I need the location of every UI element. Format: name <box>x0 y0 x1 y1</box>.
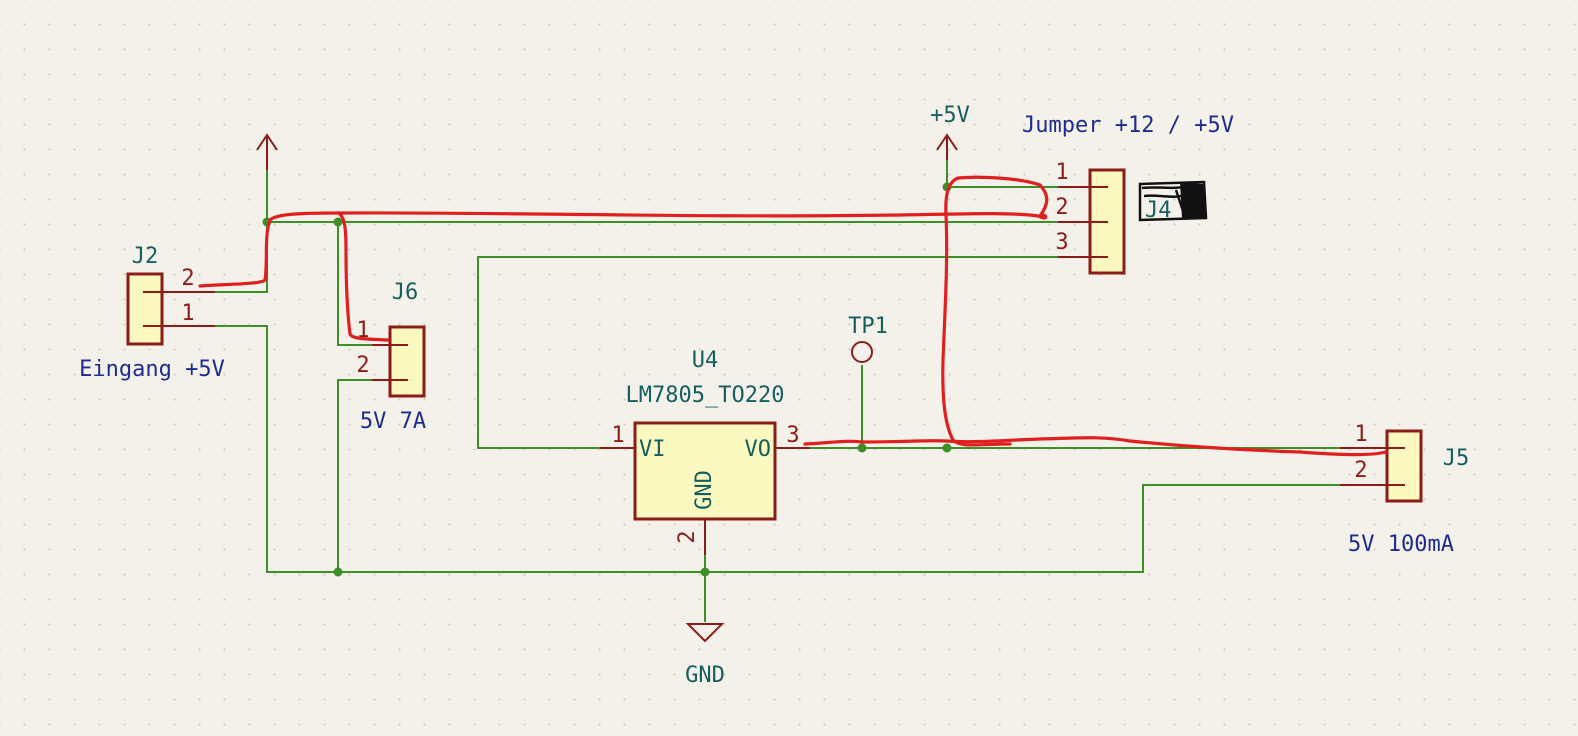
j2-pin1-number: 1 <box>181 301 194 326</box>
j6-value: 5V 7A <box>360 409 426 434</box>
tp1-circle <box>851 341 873 363</box>
u4-value: LM7805_TO220 <box>626 383 785 408</box>
j5-pin2-number: 2 <box>1354 458 1367 483</box>
u4-gnd-pin-number: 2 <box>675 530 700 543</box>
red-markup-stroke <box>803 436 1388 457</box>
red-markup-stroke <box>941 175 1049 447</box>
j5-value: 5V 100mA <box>1348 532 1454 557</box>
u4-vi-pin-name: VI <box>639 437 666 462</box>
j2-value: Eingang +5V <box>79 357 225 382</box>
wire-j6-pin2-to-gnd[interactable] <box>337 379 372 572</box>
junction-dot <box>942 443 952 453</box>
junction-dot <box>333 567 343 577</box>
j5-reference: J5 <box>1443 446 1470 471</box>
j6-reference: J6 <box>392 280 419 305</box>
test-point-tp1[interactable]: TP1 <box>848 314 888 363</box>
j4-value: Jumper +12 / +5V <box>1022 113 1234 138</box>
j2-reference: J2 <box>132 244 159 269</box>
u4-body <box>633 421 777 521</box>
wire-j4-pin3-to-u4-vi[interactable] <box>477 256 1058 449</box>
j6-pin2-number: 2 <box>356 353 369 378</box>
red-markup-stroke <box>198 211 1048 288</box>
wire-vcc-to-j6-pin1[interactable] <box>337 222 372 346</box>
gnd-label: GND <box>685 663 725 688</box>
red-markup-stroke <box>336 211 390 342</box>
power-symbol-plus5v[interactable]: +5V <box>930 103 970 160</box>
power-label-plus5v: +5V <box>930 103 970 128</box>
wire-plus5v-to-j4-pin1[interactable] <box>946 160 1058 188</box>
j6-body <box>388 325 426 398</box>
u4-reference: U4 <box>692 348 719 373</box>
j4-pin2-number: 2 <box>1055 195 1068 220</box>
gnd-symbol-triangle <box>685 623 725 643</box>
j5-body <box>1385 429 1423 503</box>
u4-gnd-pin-name: GND <box>692 470 717 510</box>
connector-j6[interactable]: J6 1 2 5V 7A <box>356 280 426 434</box>
u4-vo-pin-name: VO <box>745 437 772 462</box>
connector-j2[interactable]: J2 2 1 Eingang +5V <box>79 244 225 382</box>
junction-dot <box>700 567 710 577</box>
tp1-reference: TP1 <box>848 314 888 339</box>
j2-pin2-number: 2 <box>181 266 194 291</box>
power-symbol-gnd[interactable]: GND <box>685 623 725 688</box>
j4-pin1-number: 1 <box>1055 160 1068 185</box>
j4-pin3-number: 3 <box>1055 230 1068 255</box>
u4-vo-pin-number: 3 <box>786 423 799 448</box>
j5-pin1-number: 1 <box>1354 422 1367 447</box>
connector-j4[interactable]: Jumper +12 / +5V 1 2 3 J4 <box>1022 113 1234 275</box>
j2-body <box>126 272 164 346</box>
power-symbol-left-vcc[interactable] <box>256 133 278 170</box>
red-markup-annotations <box>198 175 1388 457</box>
regulator-u4[interactable]: U4 LM7805_TO220 1 3 VI VO GND 2 <box>600 348 810 555</box>
connector-j5[interactable]: 1 2 J5 5V 100mA <box>1340 422 1469 557</box>
u4-vi-pin-number: 1 <box>611 423 624 448</box>
junction-dot <box>333 217 343 227</box>
black-scribble-annotation <box>1138 180 1208 222</box>
power-arrow-head <box>256 133 278 151</box>
power-arrow-head <box>936 133 958 151</box>
junction-dot <box>857 443 867 453</box>
